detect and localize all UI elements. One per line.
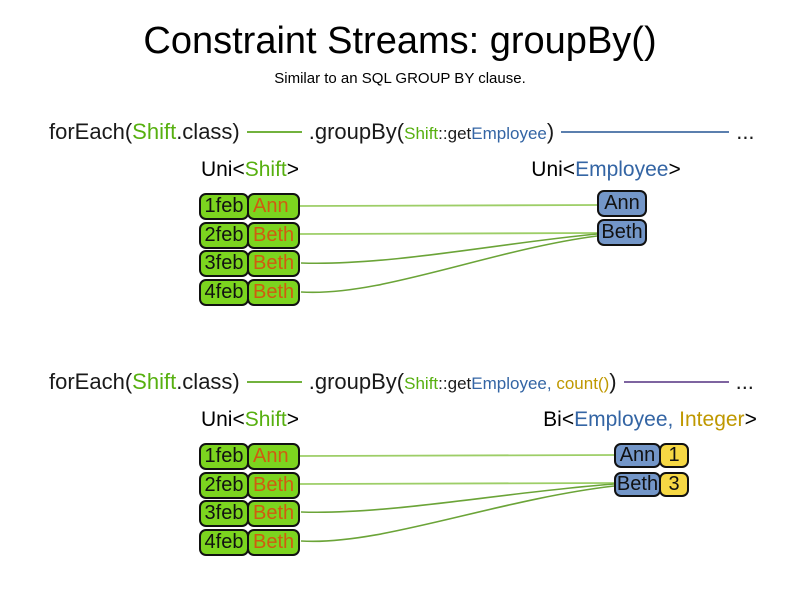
uni-stream-line <box>561 131 730 133</box>
table-row: 4feb Beth <box>199 278 300 306</box>
shift-employee-cell: Beth <box>247 528 300 556</box>
bi-stream-line <box>623 381 729 383</box>
group-row-ann: Ann 1 <box>614 443 689 468</box>
group-box-ann: Ann <box>614 443 661 468</box>
shift-table-2: 1feb Ann 2feb Beth 3feb Beth 4feb Beth <box>199 443 300 557</box>
groupby-call-1: .groupBy(Shift::getEmployee) <box>308 119 555 144</box>
table-row: 1feb Ann <box>199 443 300 470</box>
shift-employee-cell: Ann <box>247 193 300 220</box>
shift-employee-cell: Beth <box>247 250 300 277</box>
foreach-call-1: forEach(Shift.class) <box>49 119 240 144</box>
table-row: 4feb Beth <box>199 528 300 556</box>
table-row: 1feb Ann <box>199 193 300 220</box>
shift-employee-cell: Beth <box>247 278 300 306</box>
group-row-beth: Beth 3 <box>614 472 689 497</box>
shift-date-cell: 1feb <box>199 443 249 470</box>
group-box-beth: Beth <box>597 219 647 246</box>
line-1feb-to-ann-2 <box>299 454 615 457</box>
slide-subtitle: Similar to an SQL GROUP BY clause. <box>274 70 526 87</box>
uni-shift-header-1: Uni<Shift> <box>200 158 300 181</box>
shift-employee-cell: Beth <box>247 500 300 527</box>
line-4feb-to-beth <box>300 235 598 294</box>
table-row: 3feb Beth <box>199 250 300 277</box>
line-2feb-to-beth-2 <box>299 482 615 485</box>
shift-employee-cell: Beth <box>247 471 300 499</box>
shift-date-cell: 3feb <box>199 500 249 527</box>
table-row: 3feb Beth <box>199 500 300 527</box>
line-3feb-to-beth-2 <box>300 483 615 514</box>
shift-employee-cell: Ann <box>247 443 300 470</box>
foreach-connector-line-1 <box>246 131 302 133</box>
count-box-beth: 3 <box>659 472 689 497</box>
shift-date-cell: 4feb <box>199 528 249 556</box>
shift-date-cell: 2feb <box>199 471 249 499</box>
shift-table-1: 1feb Ann 2feb Beth 3feb Beth 4feb Beth <box>199 193 300 307</box>
count-box-ann: 1 <box>659 443 689 468</box>
shift-employee-cell: Beth <box>247 221 300 249</box>
shift-date-cell: 2feb <box>199 221 249 249</box>
table-row: 2feb Beth <box>199 471 300 499</box>
shift-date-cell: 4feb <box>199 278 249 306</box>
table-row: 2feb Beth <box>199 221 300 249</box>
ellipsis-1: ... <box>736 119 755 144</box>
employee-count-groups: Ann 1 Beth 3 <box>614 443 689 501</box>
shift-date-cell: 1feb <box>199 193 249 220</box>
bi-employee-integer-header: Bi<Employee, Integer> <box>543 408 757 431</box>
line-2feb-to-beth <box>299 232 598 235</box>
line-4feb-to-beth-2 <box>300 485 615 543</box>
slide-title: Constraint Streams: groupBy() <box>143 20 657 62</box>
foreach-call-2: forEach(Shift.class) <box>49 369 240 394</box>
code-line-foreach-groupby-1: forEach(Shift.class) .groupBy(Shift::get… <box>49 118 755 146</box>
shift-date-cell: 3feb <box>199 250 249 277</box>
group-box-beth: Beth <box>614 472 661 497</box>
foreach-connector-line-2 <box>246 381 302 383</box>
groupby-call-2: .groupBy(Shift::getEmployee, count()) <box>308 369 617 394</box>
line-3feb-to-beth <box>300 233 598 265</box>
employee-groups-1: Ann Beth <box>597 190 647 248</box>
code-line-foreach-groupby-2: forEach(Shift.class) .groupBy(Shift::get… <box>49 368 754 396</box>
uni-shift-header-2: Uni<Shift> <box>200 408 300 431</box>
uni-employee-header: Uni<Employee> <box>531 158 681 181</box>
group-box-ann: Ann <box>597 190 647 217</box>
line-1feb-to-ann <box>299 204 598 207</box>
ellipsis-2: ... <box>735 369 754 394</box>
